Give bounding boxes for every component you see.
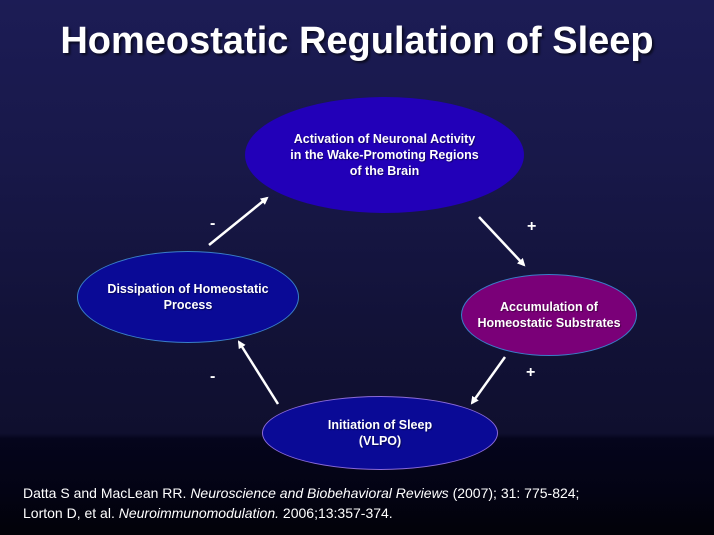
node-accumulation-label: Accumulation of Homeostatic Substrates	[477, 300, 621, 330]
arrow-dissipation-to-activation	[208, 196, 269, 246]
arrow-activation-to-accumulation	[478, 216, 526, 267]
node-dissipation: Dissipation of Homeostatic Process	[77, 251, 299, 343]
citation-2-journal: Neuroimmunomodulation.	[118, 505, 280, 521]
node-activation-label: Activation of Neuronal Activity in the W…	[290, 132, 479, 178]
sign-initiation-dissipation: -	[210, 368, 216, 385]
sign-activation-accumulation: +	[527, 218, 537, 235]
sign-dissipation-activation: -	[210, 215, 216, 232]
citation-1-details: (2007); 31: 775-824;	[448, 485, 580, 501]
node-accumulation: Accumulation of Homeostatic Substrates	[461, 274, 637, 356]
node-activation: Activation of Neuronal Activity in the W…	[245, 97, 524, 213]
citation-1-journal: Neuroscience and Biobehavioral Reviews	[190, 485, 449, 501]
citation-line-1: Datta S and MacLean RR. Neuroscience and…	[23, 483, 579, 503]
arrow-accumulation-to-initiation	[470, 356, 507, 405]
sign-accumulation-initiation: +	[526, 364, 536, 381]
arrow-initiation-to-dissipation	[237, 340, 280, 405]
citation-2-details: 2006;13:357-374.	[279, 505, 393, 521]
citation: Datta S and MacLean RR. Neuroscience and…	[23, 483, 579, 523]
node-initiation: Initiation of Sleep (VLPO)	[262, 396, 498, 470]
citation-1-authors: Datta S and MacLean RR.	[23, 485, 191, 501]
citation-2-authors: Lorton D, et al.	[23, 505, 119, 521]
node-dissipation-label: Dissipation of Homeostatic Process	[107, 282, 269, 312]
citation-line-2: Lorton D, et al. Neuroimmunomodulation. …	[23, 503, 579, 523]
slide-title: Homeostatic Regulation of Sleep	[60, 20, 654, 62]
node-initiation-label: Initiation of Sleep (VLPO)	[327, 418, 433, 448]
